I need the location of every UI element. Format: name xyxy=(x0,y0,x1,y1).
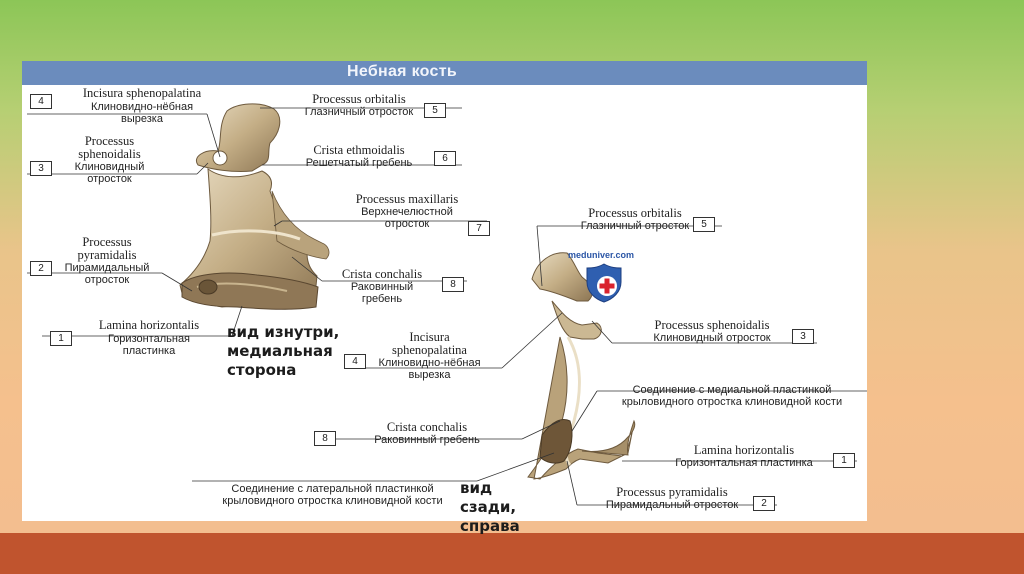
label-number-2: 2 xyxy=(753,496,775,511)
shield-cross-icon xyxy=(585,262,623,304)
latin-name: Processus sphenoidalis xyxy=(627,319,797,332)
russian-name: Глазничный отросток xyxy=(284,106,434,118)
watermark-text: meduniver.com xyxy=(568,250,634,260)
palatine-bone-medial-view xyxy=(180,104,329,309)
label-number-1: 1 xyxy=(833,453,855,468)
russian-name: Решетчатый гребень xyxy=(284,157,434,169)
label-number-3: 3 xyxy=(30,161,52,176)
russian-name: Пирамидальный отросток xyxy=(52,262,162,286)
figure-panel: Небная кость xyxy=(22,61,867,521)
label-number-4: 4 xyxy=(344,354,366,369)
label-processus-maxillaris: Processus maxillaris Верхнечелюстной отр… xyxy=(347,193,467,230)
label-processus-sphenoidalis-posterior: Processus sphenoidalis Клиновидный отрос… xyxy=(627,319,797,344)
latin-name: Processus pyramidalis xyxy=(587,486,757,499)
label-number-8: 8 xyxy=(442,277,464,292)
view-caption-posterior: вид сзади, справа xyxy=(460,479,540,536)
russian-name: Клиновидный отросток xyxy=(62,161,157,185)
label-crista-ethmoidalis: Crista ethmoidalis Решетчатый гребень xyxy=(284,144,434,169)
latin-name: Crista conchalis xyxy=(352,421,502,434)
russian-name: Пирамидальный отросток xyxy=(587,499,757,511)
latin-name: Processus pyramidalis xyxy=(52,236,162,262)
label-number-1: 1 xyxy=(50,331,72,346)
label-processus-pyramidalis-posterior: Processus pyramidalis Пирамидальный отро… xyxy=(587,486,757,511)
label-lamina-horizontalis: Lamina horizontalis Горизонтальная пласт… xyxy=(84,319,214,357)
latin-name: Processus maxillaris xyxy=(347,193,467,206)
label-joint-medial-plate: Соединение с медиальной пластинкой крыло… xyxy=(607,384,857,408)
latin-name: Crista ethmoidalis xyxy=(284,144,434,157)
label-processus-orbitalis: Processus orbitalis Глазничный отросток xyxy=(284,93,434,118)
russian-name: Клиновидно-нёбная вырезка xyxy=(87,101,197,125)
view-caption-medial: вид изнутри, медиальная сторона xyxy=(227,323,347,380)
latin-name: Crista conchalis xyxy=(322,268,442,281)
label-number-7: 7 xyxy=(468,221,490,236)
russian-name: Раковинный гребень xyxy=(342,281,422,305)
latin-name: Lamina horizontalis xyxy=(84,319,214,332)
russian-name: Клиновидно-нёбная вырезка xyxy=(372,357,487,381)
label-crista-conchalis-posterior: Crista conchalis Раковинный гребень xyxy=(352,421,502,446)
russian-name: Верхнечелюстной отросток xyxy=(347,206,467,230)
russian-name: Клиновидный отросток xyxy=(627,332,797,344)
label-processus-pyramidalis: Processus pyramidalis Пирамидальный отро… xyxy=(52,236,162,286)
label-incisura-sphenopalatina: Incisura sphenopalatina Клиновидно-нёбна… xyxy=(62,87,222,125)
label-processus-sphenoidalis: Processus sphenoidalis Клиновидный отрос… xyxy=(62,135,157,185)
label-number-5: 5 xyxy=(693,217,715,232)
latin-name: Incisura sphenopalatina xyxy=(372,331,487,357)
russian-name: Соединение с латеральной пластинкой крыл… xyxy=(200,483,465,507)
label-joint-lateral-plate: Соединение с латеральной пластинкой крыл… xyxy=(200,483,465,507)
russian-name: Горизонтальная пластинка xyxy=(644,457,844,469)
label-number-4: 4 xyxy=(30,94,52,109)
label-crista-conchalis: Crista conchalis Раковинный гребень xyxy=(322,268,442,305)
label-number-2: 2 xyxy=(30,261,52,276)
russian-name: Соединение с медиальной пластинкой крыло… xyxy=(607,384,857,408)
label-lamina-horizontalis-posterior: Lamina horizontalis Горизонтальная пласт… xyxy=(644,444,844,469)
russian-name: Горизонтальная пластинка xyxy=(94,333,204,357)
label-incisura-sphenopalatina-posterior: Incisura sphenopalatina Клиновидно-нёбна… xyxy=(372,331,487,381)
label-number-5: 5 xyxy=(424,103,446,118)
latin-name: Processus sphenoidalis xyxy=(62,135,157,161)
label-number-6: 6 xyxy=(434,151,456,166)
russian-name: Раковинный гребень xyxy=(352,434,502,446)
latin-name: Lamina horizontalis xyxy=(644,444,844,457)
label-number-8: 8 xyxy=(314,431,336,446)
latin-name: Processus orbitalis xyxy=(284,93,434,106)
bottom-band xyxy=(0,533,1024,574)
label-number-3: 3 xyxy=(792,329,814,344)
latin-name: Incisura sphenopalatina xyxy=(62,87,222,100)
